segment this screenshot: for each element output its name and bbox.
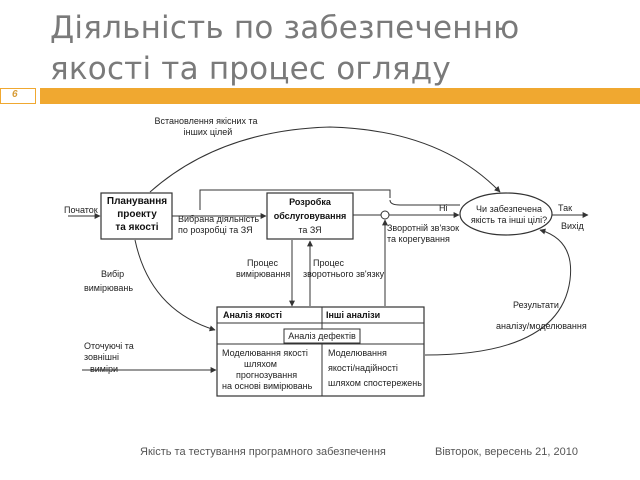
feedback-line-2: та корегування	[387, 234, 450, 244]
slide-number-frame	[0, 88, 36, 104]
left-cell-line-3: прогнозування	[236, 370, 297, 380]
title-line-1: Діяльність по забезпеченню	[50, 10, 520, 46]
quality-analysis-label: Аналіз якості	[223, 310, 282, 320]
measurement-process-line-1: Процес	[247, 258, 279, 268]
feedback-process-line-2: зворотнього зв'язку	[303, 269, 385, 279]
start-label: Початок	[64, 205, 98, 215]
left-cell-line-1: Моделювання якості	[222, 348, 308, 358]
no-label: Ні	[439, 203, 448, 213]
setting-goals-line-1: Встановлення якісних та	[155, 116, 258, 126]
selected-activity-line-2: по розробці та ЗЯ	[178, 225, 253, 235]
left-cell-line-4: на основі вимірювань	[222, 381, 313, 391]
development-box	[266, 192, 354, 240]
decision-line-1: Чи забезпечена	[476, 204, 542, 214]
right-cell-line-1: Моделювання	[328, 348, 387, 358]
planning-line-3: та якості	[115, 222, 158, 233]
title-line-2: якості та процес огляду	[50, 51, 451, 87]
slide-number: 6	[12, 89, 18, 100]
yes-label: Так	[558, 203, 572, 213]
measurement-choice-line-2: вимірювань	[84, 283, 133, 293]
development-line-1: Розробка	[289, 197, 332, 207]
environment-line-1: Оточуючі та	[84, 341, 134, 351]
exit-label: Вихід	[561, 221, 585, 231]
results-line-1: Результати	[513, 300, 559, 310]
setting-goals-line-2: інших цілей	[184, 127, 233, 137]
accent-band	[40, 88, 640, 104]
analysis-box	[216, 306, 425, 397]
measurement-choice-line-1: Вибір	[101, 269, 124, 279]
selected-activity-line-1: Вибрана діяльність	[178, 214, 259, 224]
right-cell-line-2: якості/надійності	[328, 363, 398, 373]
defect-analysis-label: Аналіз дефектів	[288, 331, 356, 341]
left-cell-line-2: шляхом	[244, 359, 277, 369]
measurement-process-line-2: вимірювання	[236, 269, 290, 279]
footer-date: Вівторок, вересень 21, 2010	[435, 446, 578, 458]
development-line-2: обслуговування	[274, 211, 347, 221]
planning-line-2: проекту	[117, 209, 157, 220]
planning-box	[100, 192, 173, 240]
defect-analysis-box	[283, 328, 361, 344]
feedback-line-1: Зворотній зв'язок	[387, 223, 459, 233]
environment-line-3: виміри	[90, 364, 118, 374]
environment-line-2: зовнішні	[84, 352, 119, 362]
decision-ellipse	[459, 192, 553, 236]
decision-line-2: якість та інші цілі?	[471, 215, 547, 225]
other-analysis-label: Інші аналізи	[326, 310, 380, 320]
feedback-node	[380, 210, 390, 220]
right-cell-line-3: шляхом спостережень	[328, 378, 422, 388]
page-title: Діяльність по забезпеченню якості та про…	[50, 8, 630, 90]
footer-course: Якість та тестування програмного забезпе…	[140, 446, 386, 458]
feedback-process-line-1: Процес	[313, 258, 345, 268]
results-line-2: аналізу/моделювання	[496, 321, 587, 331]
planning-line-1: Планування	[107, 196, 167, 207]
development-line-3: та ЗЯ	[298, 225, 321, 235]
